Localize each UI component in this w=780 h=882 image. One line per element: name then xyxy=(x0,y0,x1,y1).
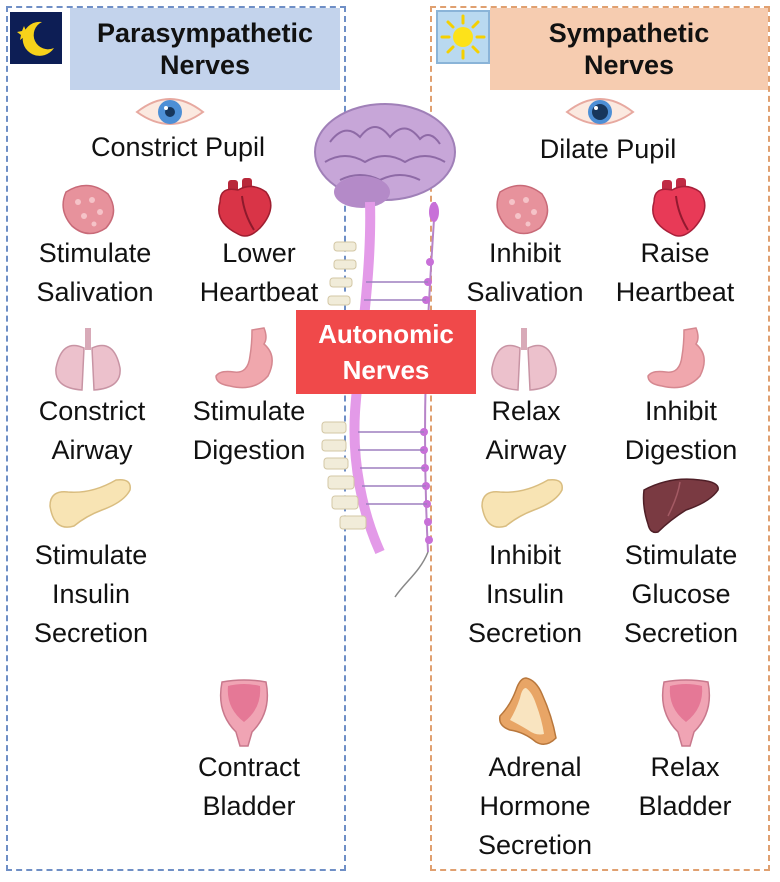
label-line: Secretion xyxy=(623,618,739,648)
stomach-icon xyxy=(215,327,273,389)
label-line: Inhibit xyxy=(488,540,562,570)
label-line: Secretion xyxy=(33,618,149,648)
para-pupil-label: Constrict Pupil xyxy=(75,128,281,167)
label-line: Bladder xyxy=(202,791,296,821)
pancreas-icon xyxy=(49,478,131,528)
label-line: Adrenal xyxy=(488,752,582,782)
symp-glucose-label: Stimulate Glucose Secretion xyxy=(606,536,756,653)
label-line: Digestion xyxy=(624,435,738,465)
label-line: Airway xyxy=(485,435,567,465)
label-line: Heartbeat xyxy=(199,277,319,307)
bladder-icon xyxy=(219,679,269,747)
header-line: Nerves xyxy=(583,50,675,80)
label-line: Airway xyxy=(51,435,133,465)
label-line: Constrict Pupil xyxy=(90,132,266,162)
salivary-gland-icon xyxy=(62,184,115,235)
symp-salivation-label: Inhibit Salivation xyxy=(452,234,598,312)
label-line: Insulin xyxy=(51,579,131,609)
autonomic-nerves-label: Autonomic Nerves xyxy=(296,310,476,394)
autonomic-line: Autonomic xyxy=(318,319,454,349)
label-line: Heartbeat xyxy=(615,277,735,307)
label-line: Raise xyxy=(640,238,710,268)
label-line: Inhibit xyxy=(644,396,718,426)
label-line: Secretion xyxy=(477,830,593,860)
symp-adrenal-label: Adrenal Hormone Secretion xyxy=(462,748,608,865)
symp-pupil-label: Dilate Pupil xyxy=(510,130,706,169)
para-digestion-label: Stimulate Digestion xyxy=(176,392,322,470)
stomach-icon xyxy=(647,327,705,389)
lungs-icon xyxy=(491,328,557,391)
label-line: Constrict xyxy=(38,396,146,426)
label-line: Digestion xyxy=(192,435,306,465)
para-bladder-label: Contract Bladder xyxy=(176,748,322,826)
label-line: Hormone xyxy=(479,791,591,821)
label-line: Salivation xyxy=(466,277,584,307)
heart-icon xyxy=(218,178,272,237)
pancreas-icon xyxy=(481,478,563,528)
sympathetic-panel xyxy=(430,6,770,871)
label-line: Stimulate xyxy=(624,540,738,570)
label-line: Salivation xyxy=(36,277,154,307)
sympathetic-header: Sympathetic Nerves xyxy=(490,8,768,90)
heart-icon xyxy=(652,178,706,237)
label-line: Dilate Pupil xyxy=(539,134,677,164)
para-heartbeat-label: Lower Heartbeat xyxy=(186,234,332,312)
label-line: Bladder xyxy=(638,791,732,821)
label-line: Relax xyxy=(650,752,720,782)
moon-icon xyxy=(10,12,62,64)
label-line: Contract xyxy=(197,752,301,782)
symp-heartbeat-label: Raise Heartbeat xyxy=(602,234,748,312)
header-line: Nerves xyxy=(159,50,251,80)
adrenal-gland-icon xyxy=(498,677,557,745)
label-line: Stimulate xyxy=(192,396,306,426)
para-salivation-label: Stimulate Salivation xyxy=(22,234,168,312)
parasympathetic-header: Parasympathetic Nerves xyxy=(70,8,340,90)
label-line: Lower xyxy=(222,238,296,268)
parasympathetic-panel xyxy=(6,6,346,871)
salivary-gland-icon xyxy=(496,184,549,235)
header-line: Sympathetic xyxy=(548,18,710,48)
label-line: Insulin xyxy=(485,579,565,609)
label-line: Secretion xyxy=(467,618,583,648)
liver-icon xyxy=(642,478,719,534)
symp-insulin-label: Inhibit Insulin Secretion xyxy=(452,536,598,653)
eye-icon xyxy=(135,98,205,125)
label-line: Stimulate xyxy=(34,540,148,570)
para-insulin-label: Stimulate Insulin Secretion xyxy=(18,536,164,653)
header-line: Parasympathetic xyxy=(96,18,314,48)
label-line: Relax xyxy=(491,396,561,426)
lungs-icon xyxy=(55,328,121,391)
bladder-icon xyxy=(661,679,711,747)
autonomic-line: Nerves xyxy=(342,355,430,385)
symp-digestion-label: Inhibit Digestion xyxy=(608,392,754,470)
symp-airway-label: Relax Airway xyxy=(456,392,596,470)
label-line: Stimulate xyxy=(38,238,152,268)
eye-icon xyxy=(565,98,635,125)
label-line: Glucose xyxy=(631,579,731,609)
sun-icon xyxy=(436,10,490,64)
symp-bladder-label: Relax Bladder xyxy=(612,748,758,826)
label-line: Inhibit xyxy=(488,238,562,268)
para-airway-label: Constrict Airway xyxy=(22,392,162,470)
